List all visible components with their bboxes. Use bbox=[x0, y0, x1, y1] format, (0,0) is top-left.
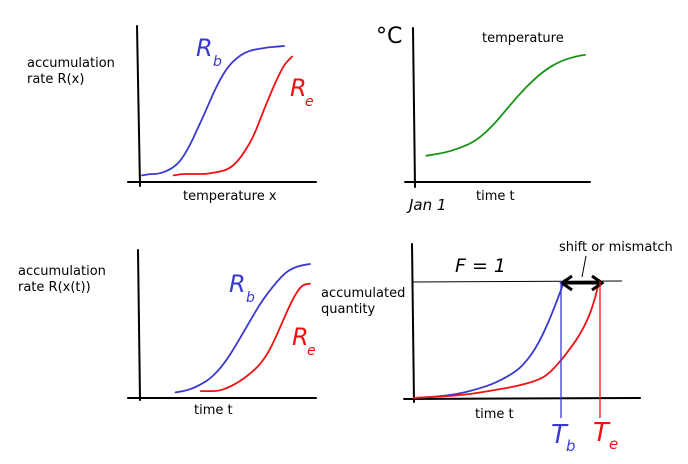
p1-label-re: R e bbox=[290, 74, 314, 110]
p4-tick-tb-sub: b bbox=[566, 437, 576, 455]
p4-ylabel: accumulated quantity bbox=[321, 286, 409, 317]
p1-ylabel-line1: accumulation bbox=[27, 56, 115, 71]
p4-tick-te-T: T bbox=[593, 418, 611, 448]
p4-plot-area bbox=[413, 279, 601, 399]
p3-label-re: R e bbox=[292, 323, 316, 359]
p4-arrow-head-right bbox=[591, 274, 605, 292]
panel-rate-vs-temperature: accumulation rate R(x) temperature x R b… bbox=[27, 25, 317, 204]
p2-xlabel: time t bbox=[476, 189, 515, 204]
p3-label-rb-R: R bbox=[229, 270, 246, 298]
p4-arrow-head-left bbox=[559, 274, 573, 292]
p4-ylabel-line1: accumulated bbox=[321, 286, 405, 301]
p3-label-re-sub: e bbox=[307, 343, 316, 359]
p4-threshold-line bbox=[411, 280, 623, 283]
p4-tick-te-sub: e bbox=[609, 435, 618, 453]
p1-y-axis bbox=[136, 25, 141, 187]
p1-label-rb: R b bbox=[196, 34, 222, 70]
p4-shift-label: shift or mismatch bbox=[559, 240, 673, 255]
p2-title: temperature bbox=[482, 31, 564, 46]
p4-series-blue-0 bbox=[413, 279, 566, 399]
p2-y-axis bbox=[412, 27, 416, 188]
p4-tick-tb: T b bbox=[551, 420, 576, 455]
p3-series-r-b-0 bbox=[174, 263, 311, 394]
p4-ylabel-line2: quantity bbox=[321, 302, 376, 317]
p4-tick-te: T e bbox=[593, 418, 618, 453]
p1-label-re-sub: e bbox=[305, 94, 314, 110]
p3-label-rb-sub: b bbox=[246, 290, 255, 306]
p4-series-red-1 bbox=[413, 279, 601, 399]
p1-ylabel-line2: rate R(x) bbox=[27, 72, 84, 87]
p3-ylabel-line2: rate R(x(t)) bbox=[18, 280, 91, 295]
p3-series-r-e-1 bbox=[199, 282, 311, 393]
p1-ylabel: accumulation rate R(x) bbox=[27, 56, 119, 87]
p1-label-rb-R: R bbox=[196, 34, 213, 62]
p4-threshold-label: F = 1 bbox=[455, 255, 506, 277]
p2-series-line-0 bbox=[425, 54, 586, 157]
p1-series-r-b-0 bbox=[141, 45, 286, 177]
p3-ylabel: accumulation rate R(x(t)) bbox=[18, 264, 110, 295]
p3-label-rb: R b bbox=[229, 270, 255, 306]
panel-temperature-vs-time: °C temperature time t Jan 1 bbox=[376, 24, 591, 214]
p1-label-rb-sub: b bbox=[213, 54, 222, 70]
p4-mismatch-arrow bbox=[559, 274, 605, 292]
p1-plot-area bbox=[141, 45, 293, 177]
p4-x-axis bbox=[403, 397, 641, 400]
p4-xlabel: time t bbox=[475, 407, 514, 422]
p4-shift-pointer bbox=[581, 255, 587, 278]
panel-accumulated-vs-time: accumulated quantity time t F = 1 shift … bbox=[321, 240, 673, 455]
p4-y-axis bbox=[411, 243, 415, 403]
p1-xlabel: temperature x bbox=[183, 189, 277, 204]
p1-label-re-R: R bbox=[290, 74, 307, 102]
p3-y-axis bbox=[137, 249, 141, 401]
panel-rate-vs-time: accumulation rate R(x(t)) time t R b R e bbox=[18, 249, 317, 418]
p2-ylabel: °C bbox=[376, 24, 402, 49]
p2-plot-area bbox=[425, 54, 586, 157]
p3-plot-area bbox=[174, 263, 311, 394]
p1-series-r-e-1 bbox=[172, 55, 293, 177]
p3-ylabel-line1: accumulation bbox=[18, 264, 106, 279]
p3-label-re-R: R bbox=[292, 323, 309, 351]
p2-tick-jan1: Jan 1 bbox=[406, 196, 446, 214]
p4-tick-tb-T: T bbox=[551, 420, 569, 450]
p3-xlabel: time t bbox=[194, 403, 233, 418]
